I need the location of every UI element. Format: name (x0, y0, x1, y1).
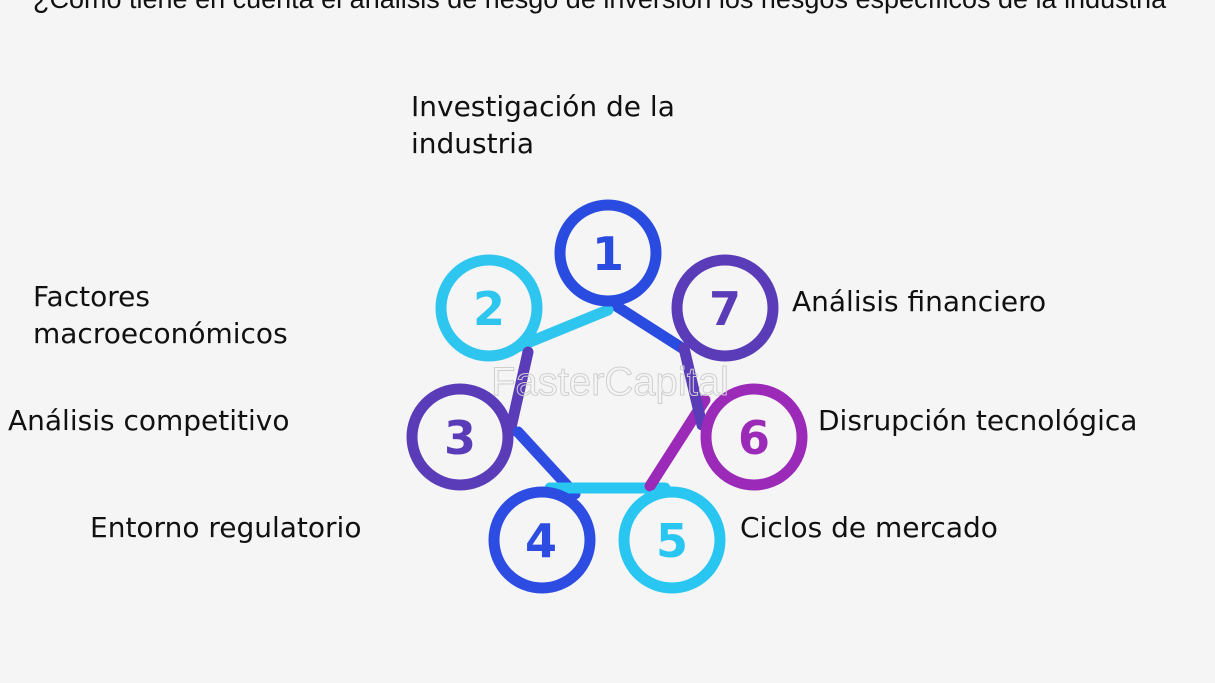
step-circle-7 (671, 254, 779, 362)
step-label-5: Ciclos de mercado (740, 511, 998, 544)
step-label-7: Análisis financiero (792, 285, 1047, 318)
step-circle-3 (406, 383, 514, 491)
step-label-4: Entorno regulatorio (90, 511, 362, 544)
step-number-3: 3 (444, 411, 476, 465)
step-number-2: 2 (473, 282, 505, 336)
step-number-5: 5 (656, 514, 688, 568)
connector-2 (514, 304, 614, 352)
step-number-7: 7 (709, 282, 741, 336)
step-label-2: Factores macroeconómicos (33, 280, 288, 350)
step-circle-6 (700, 383, 808, 491)
connector-7 (678, 342, 708, 431)
step-circle-1 (554, 199, 662, 307)
step-label-1: Investigación de la industria (411, 90, 675, 160)
step-number-1: 1 (592, 227, 624, 281)
step-circle-4 (488, 486, 596, 594)
step-number-4: 4 (525, 514, 557, 568)
page-title: ¿Cómo tiene en cuenta el análisis de rie… (33, 0, 1183, 15)
step-circle-5 (618, 486, 726, 594)
step-label-3: Análisis competitivo (8, 404, 290, 437)
step-label-6: Disrupción tecnológica (818, 404, 1138, 437)
step-number-6: 6 (738, 411, 770, 465)
connector-3 (504, 346, 534, 438)
watermark: FasterCapital (491, 360, 729, 404)
connector-1 (604, 296, 688, 354)
step-circle-2 (435, 254, 543, 362)
